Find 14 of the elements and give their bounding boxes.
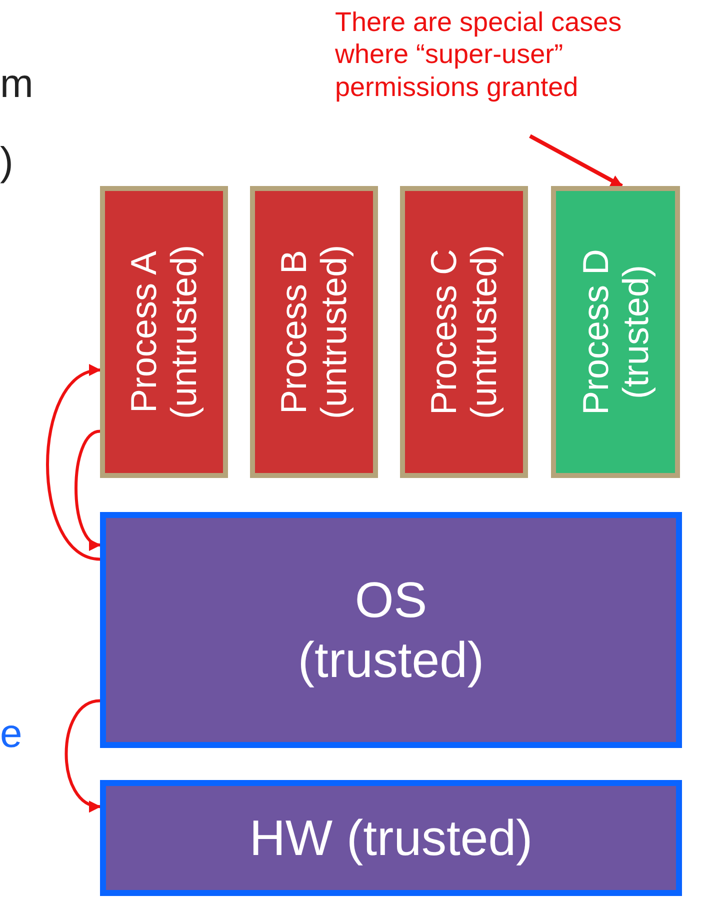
hardware-layer-box: HW (trusted) [100,780,682,896]
process-box: Process C (untrusted) [400,186,528,478]
annotation-note: There are special cases where “super-user” permissions granted [335,6,660,136]
arrow [74,430,101,548]
arrow [529,134,623,188]
arrow [46,366,101,561]
process-box: Process B (untrusted) [250,186,378,478]
os-layer-box: OS (trusted) [100,512,682,748]
process-box: Process A (untrusted) [100,186,228,478]
process-box: Process D (trusted) [551,186,680,478]
arrow [64,699,101,810]
text-fragment: ) [0,140,14,185]
text-fragment: e [0,712,22,757]
text-fragment: m [0,62,34,107]
